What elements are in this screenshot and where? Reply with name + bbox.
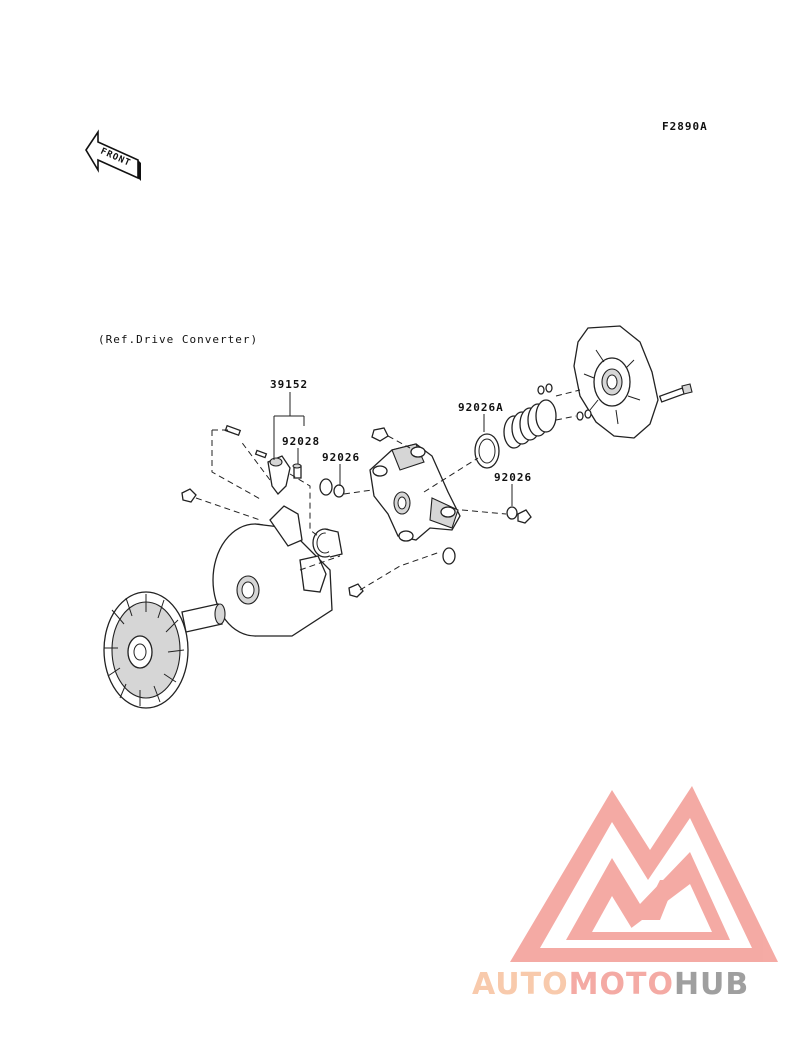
front-arrow-icon: FRONT	[85, 129, 141, 181]
spring	[503, 399, 557, 449]
part-number-92028: 92028	[282, 435, 320, 448]
bolt	[658, 383, 693, 403]
fixed-sheave	[103, 591, 226, 709]
spider	[369, 443, 461, 542]
weight-arm	[267, 455, 291, 495]
svg-text:AUTOMOTOHUB: AUTOMOTOHUB	[472, 967, 749, 1002]
roller	[319, 478, 333, 496]
part-number-39152: 39152	[270, 378, 308, 391]
washer-92026A	[474, 433, 500, 469]
movable-sheave	[212, 505, 333, 637]
nut	[348, 583, 364, 598]
automotohub-logo: AUTOMOTOHUB	[472, 786, 778, 1002]
leader-lines	[273, 392, 513, 506]
part-number-92026A: 92026A	[458, 401, 504, 414]
bushing-ring	[312, 528, 343, 558]
logo-text-auto: AUTO	[472, 967, 569, 1002]
small-pin	[545, 383, 553, 393]
assembly-lines	[195, 389, 581, 591]
nut	[181, 488, 197, 503]
logo-text-moto: MOTO	[569, 967, 674, 1002]
cover-plate	[573, 325, 659, 439]
logo-text-hub: HUB	[674, 967, 749, 1002]
small-bolt	[254, 449, 268, 459]
nut	[371, 427, 389, 442]
roller	[442, 547, 456, 565]
small-pin	[537, 385, 545, 395]
small-pin	[576, 411, 584, 421]
reference-note: (Ref.Drive Converter)	[98, 333, 258, 346]
washer-small	[506, 506, 518, 520]
pin-bolt	[224, 424, 242, 437]
part-number-92026-left: 92026	[322, 451, 360, 464]
small-pin	[584, 409, 592, 419]
part-number-92026-right: 92026	[494, 471, 532, 484]
washer-small	[333, 484, 345, 498]
pin-92028	[292, 463, 302, 479]
figure-code: F2890A	[662, 120, 708, 133]
nut	[517, 509, 532, 524]
